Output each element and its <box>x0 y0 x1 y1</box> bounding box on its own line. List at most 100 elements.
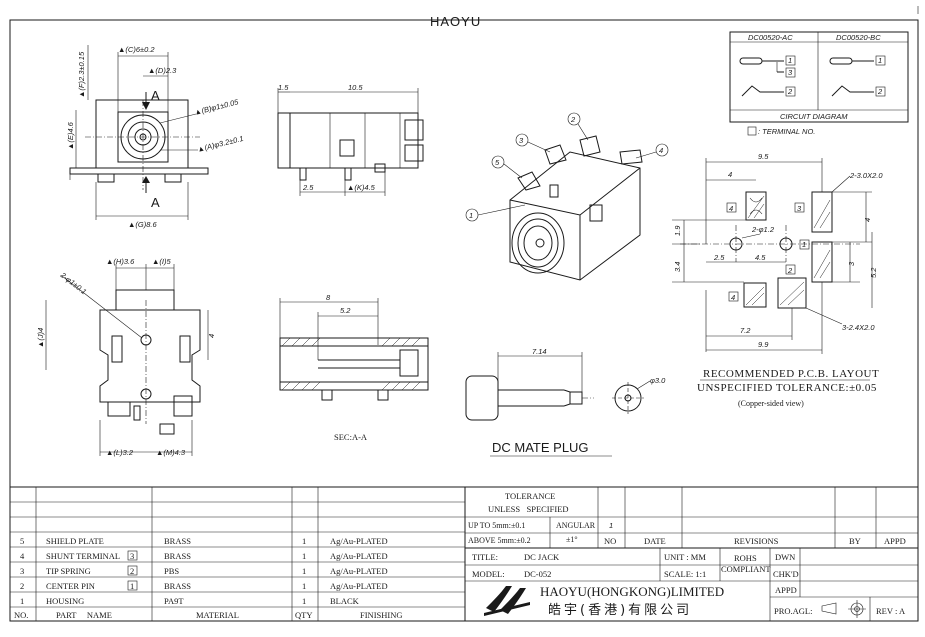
pcb-pad-4b: 4 <box>731 293 735 302</box>
rev-no-label: NO <box>604 536 616 546</box>
bom-header-qty: QTY <box>295 610 312 620</box>
bom-row4-mark: 3 <box>130 551 134 561</box>
plug-dim-dia: φ3.0 <box>650 376 666 385</box>
dim-side-25: 2.5 <box>302 183 314 192</box>
sheet-border <box>9 19 919 622</box>
appd-label: APPD <box>775 585 797 595</box>
bom-row5-qty: 1 <box>302 536 306 546</box>
pcb-pad-4a: 4 <box>729 204 733 213</box>
pcb-note: (Copper-sided view) <box>738 399 804 408</box>
title-block: 5 SHIELD PLATE BRASS 1 Ag/Au-PLATED 4 SH… <box>10 486 918 621</box>
callout-1: 1 <box>469 211 473 220</box>
circuit-t1b: 1 <box>878 56 882 65</box>
company-name-cn: 皓宇(香港)有限公司 <box>548 603 692 618</box>
company-logo <box>484 586 530 616</box>
rohs-line1: ROHS <box>734 553 757 563</box>
rev-appd-label: APPD <box>884 536 906 546</box>
dim-h: ▲(H)3.6 <box>106 257 135 266</box>
pcb-dim-25: 2.5 <box>713 253 725 262</box>
callout-3: 3 <box>519 136 524 145</box>
dim-i: ▲(I)5 <box>152 257 172 266</box>
circuit-t3: 3 <box>788 68 793 77</box>
bom-row1-mat: PA9T <box>164 596 184 606</box>
callout-4: 4 <box>659 146 663 155</box>
dim-a: ▲(A)φ3.2±0.1 <box>196 134 244 154</box>
bom-row5-finish: Ag/Au-PLATED <box>330 536 388 546</box>
bom-row4-no: 4 <box>20 551 25 561</box>
bom-row3-finish: Ag/Au-PLATED <box>330 566 388 576</box>
bom-table: 5 SHIELD PLATE BRASS 1 Ag/Au-PLATED 4 SH… <box>10 487 466 621</box>
title-label: TITLE: <box>472 552 498 562</box>
bom-row5-no: 5 <box>20 536 24 546</box>
dim-hole: 2-φ1±0.1 <box>58 270 88 296</box>
pcb-dim-3: 3 <box>847 261 856 266</box>
company-name-en: HAOYU(HONGKONG)LIMITED <box>540 584 724 599</box>
pcb-dim-72: 7.2 <box>740 326 751 335</box>
bottom-view: ▲(H)3.6 ▲(I)5 2-φ1±0.1 ▲(J)4 4 ▲(L)3.2 ▲… <box>36 257 216 457</box>
bom-header-material: MATERIAL <box>196 610 239 620</box>
tol-title2: UNLESS SPECIFIED <box>488 504 569 514</box>
chkd-label: CHK'D <box>773 569 799 579</box>
callout-2: 2 <box>570 115 576 124</box>
dim-b: ▲(B)φ1±0.05 <box>193 97 240 117</box>
bom-row3-mark: 2 <box>130 566 134 576</box>
pcb-dim-45: 4.5 <box>755 253 766 262</box>
pcb-dim-95: 9.5 <box>758 152 769 161</box>
pcb-dim-52: 5.2 <box>869 267 878 278</box>
front-view: ▲(C)6±0.2 ▲(D)2.3 ▲(F)2.3±0.15 ▲(E)4.6 ▲… <box>66 45 244 229</box>
pcb-dim-19: 1.9 <box>673 225 682 236</box>
dim-d: ▲(D)2.3 <box>148 66 177 75</box>
dim-f: ▲(F)2.3±0.15 <box>77 51 86 98</box>
dc-mate-plug: 7.14 φ3.0 DC MATE PLUG <box>465 347 666 457</box>
sec-dim-52: 5.2 <box>340 306 351 315</box>
pcb-slot1: 2-3.0X2.0 <box>849 171 883 180</box>
bom-header-finish: FINISHING <box>360 610 403 620</box>
dwn-label: DWN <box>775 552 795 562</box>
model-label: MODEL: <box>472 569 505 579</box>
pcb-title: RECOMMENDED P.C.B. LAYOUT <box>703 368 879 380</box>
model-value: DC-052 <box>524 569 551 579</box>
pcb-dim-34: 3.4 <box>673 262 682 272</box>
pcb-slot2: 3-2.4X2.0 <box>842 323 875 332</box>
brand-title: HAOYU <box>430 14 481 29</box>
bom-row1-finish: BLACK <box>330 596 360 606</box>
bom-row2-part: CENTER PIN <box>46 581 95 591</box>
rev-one: 1 <box>609 521 613 530</box>
tol-angular: ANGULAR <box>556 521 596 530</box>
bom-row2-finish: Ag/Au-PLATED <box>330 581 388 591</box>
tol-up: UP TO 5mm:±0.1 <box>468 521 525 530</box>
rohs-line2: COMPLIANT <box>721 564 771 574</box>
bom-row1-part: HOUSING <box>46 596 84 606</box>
circuit-title: CIRCUIT DIAGRAM <box>780 112 848 121</box>
dim-four: 4 <box>207 334 216 338</box>
dim-g: ▲(G)8.6 <box>128 220 158 229</box>
circuit-col1: DC00520-AC <box>748 33 793 42</box>
section-mark-bottom: A <box>151 195 160 210</box>
pcb-dim-4: 4 <box>728 170 732 179</box>
bom-row2-no: 2 <box>20 581 24 591</box>
circuit-t2b: 2 <box>877 87 883 96</box>
plug-label: DC MATE PLUG <box>492 440 589 455</box>
pcb-pad-3: 3 <box>797 204 802 213</box>
bom-row3-part: TIP SPRING <box>46 566 91 576</box>
callout-5: 5 <box>495 158 500 167</box>
projection-symbol-icon <box>821 600 866 618</box>
unit-value: UNIT : MM <box>664 552 706 562</box>
sec-dim-8: 8 <box>326 293 331 302</box>
tol-title1: TOLERANCE <box>505 491 555 501</box>
bom-row1-no: 1 <box>20 596 24 606</box>
dim-c: ▲(C)6±0.2 <box>118 45 155 54</box>
pcb-hole: 2-φ1.2 <box>751 225 775 234</box>
plug-dim-len: 7.14 <box>532 347 547 356</box>
bom-row4-part: SHUNT TERMINAL <box>46 551 120 561</box>
side-view: 1.5 10.5 2.5 ▲(K)4.5 <box>277 83 424 196</box>
bom-row2-qty: 1 <box>302 581 306 591</box>
rev-revisions-label: REVISIONS <box>734 536 779 546</box>
bom-row5-mat: BRASS <box>164 536 191 546</box>
pcb-dim-99: 9.9 <box>758 340 769 349</box>
title-value: DC JACK <box>524 552 560 562</box>
bom-row5-part: SHIELD PLATE <box>46 536 104 546</box>
circuit-diagram: DC00520-AC DC00520-BC 1 3 2 1 2 CIRCUIT … <box>729 31 909 136</box>
bom-header-part: PART NAME <box>56 610 112 620</box>
tol-ang-val: ±1° <box>566 535 578 544</box>
